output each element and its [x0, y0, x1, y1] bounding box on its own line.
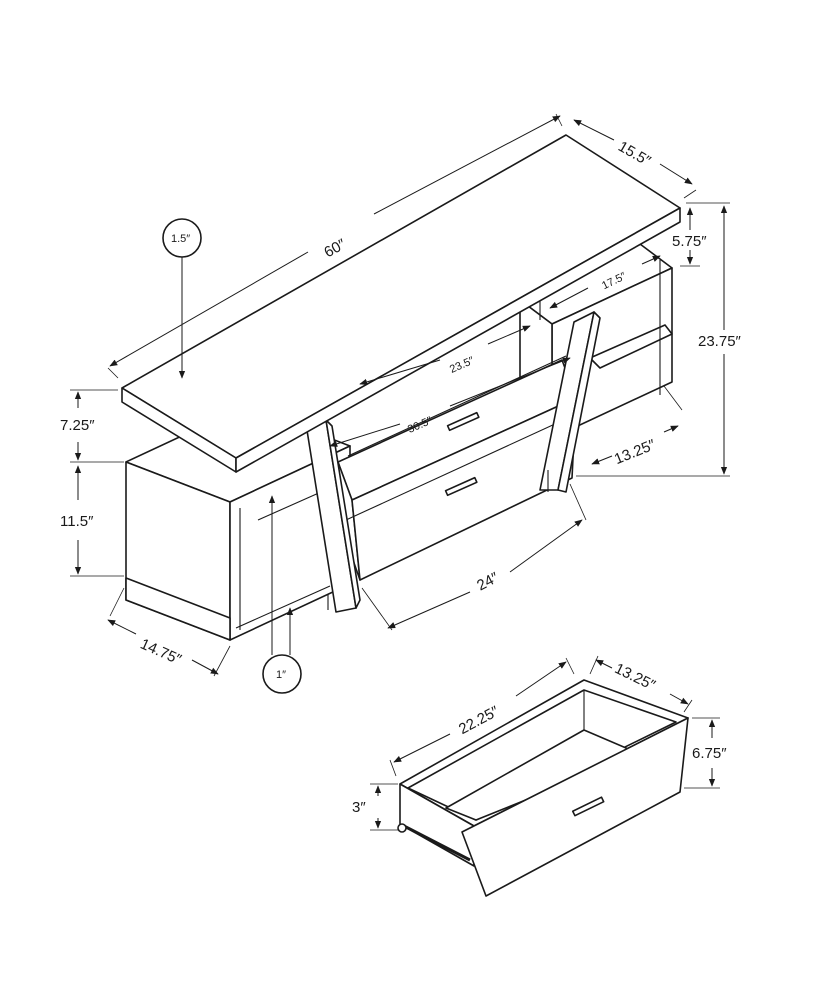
callout-1-circle — [262, 654, 302, 694]
drawer-unit — [337, 355, 577, 581]
drawer-front-panel — [461, 717, 689, 897]
label-top-length: 60″ — [321, 235, 349, 261]
tv-stand-drawing — [121, 134, 681, 641]
right-leg — [539, 311, 601, 493]
label-left-cabinet-depth: 14.75″ — [138, 635, 185, 668]
upper-drawer-handle-icon — [446, 411, 480, 432]
label-top-thickness: 1.5″ — [171, 233, 190, 245]
drawer-dimension-lines — [370, 655, 720, 831]
label-drawer-front-height: 6.75″ — [692, 745, 727, 762]
label-drawer-unit-width: 24″ — [474, 569, 502, 595]
table-top — [121, 134, 681, 473]
lower-drawer-handle-icon — [444, 476, 478, 497]
label-right-shelf-depth: 13.25″ — [612, 436, 659, 468]
label-drawer-width: 13.25″ — [612, 660, 659, 694]
drawer-detail-drawing — [397, 679, 689, 897]
label-left-cabinet-height: 11.5″ — [60, 513, 94, 530]
label-shelf-thickness: 1″ — [276, 669, 286, 681]
label-total-height: 23.75″ — [698, 333, 742, 350]
dimension-lines — [70, 113, 730, 694]
label-drawer-inner-width: 23.5″ — [448, 355, 476, 376]
label-top-depth: 15.5″ — [615, 138, 654, 170]
label-left-upper-height: 7.25″ — [60, 417, 95, 434]
drawer-handle-icon — [571, 796, 605, 817]
left-leg — [305, 419, 361, 613]
label-shelf-gap: 5.75″ — [672, 233, 707, 250]
label-drawer-side-height: 3″ — [352, 799, 366, 816]
